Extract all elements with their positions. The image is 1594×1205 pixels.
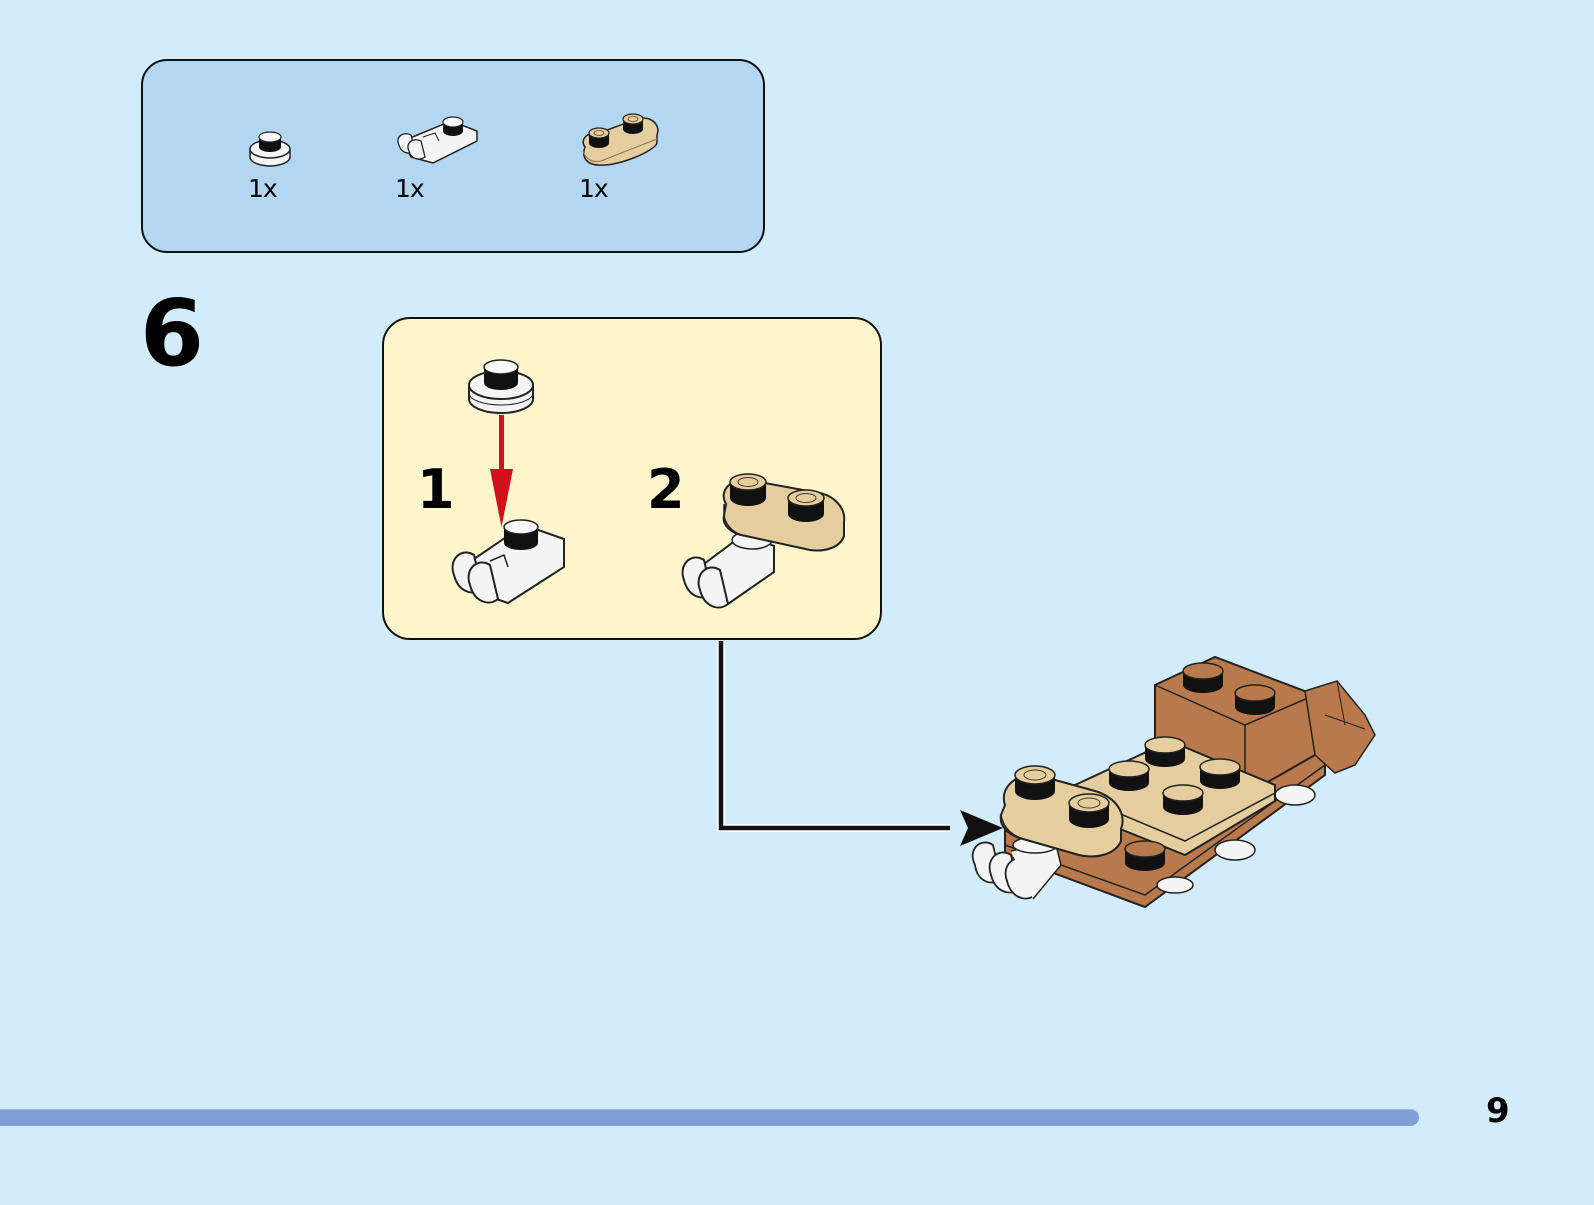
substep-number: 1 bbox=[417, 458, 455, 521]
sub-assembly-callout: 1 2 bbox=[382, 317, 882, 640]
part-quantity: 1x bbox=[579, 174, 609, 203]
rounded-plate-icon bbox=[722, 473, 846, 552]
part-quantity: 1x bbox=[395, 174, 425, 203]
stud-icon bbox=[1124, 840, 1166, 871]
round-plate-icon bbox=[468, 359, 534, 414]
stud-icon bbox=[1199, 758, 1241, 789]
stud-icon bbox=[1144, 736, 1186, 767]
placement-arrow-icon bbox=[490, 415, 513, 527]
stud-icon bbox=[1108, 760, 1150, 791]
parts-list-callout: 1x 1x 1x bbox=[141, 59, 765, 253]
stud-icon bbox=[1068, 793, 1110, 828]
rounded-plate-icon bbox=[582, 113, 659, 166]
stud-icon bbox=[1014, 765, 1056, 800]
part-clip-plate-white bbox=[393, 111, 481, 175]
part-rounded-plate-tan bbox=[577, 111, 663, 173]
substep-1-illustration bbox=[451, 359, 565, 605]
progress-bar bbox=[0, 1109, 1419, 1126]
stud-icon bbox=[1234, 684, 1276, 715]
round-plate-icon bbox=[249, 131, 291, 167]
stud-icon bbox=[1162, 784, 1204, 815]
arrow-head-icon bbox=[960, 810, 1003, 846]
substep-2-illustration bbox=[681, 473, 846, 609]
clip-plate-icon bbox=[397, 116, 478, 164]
substep-number: 2 bbox=[647, 458, 685, 521]
page-number: 9 bbox=[1486, 1091, 1510, 1131]
part-quantity: 1x bbox=[248, 174, 278, 203]
assembled-model-illustration bbox=[971, 655, 1376, 909]
step-number: 6 bbox=[140, 280, 205, 387]
stud-icon bbox=[1182, 662, 1224, 693]
part-round-plate-white bbox=[247, 127, 293, 171]
clip-plate-icon bbox=[451, 519, 565, 605]
